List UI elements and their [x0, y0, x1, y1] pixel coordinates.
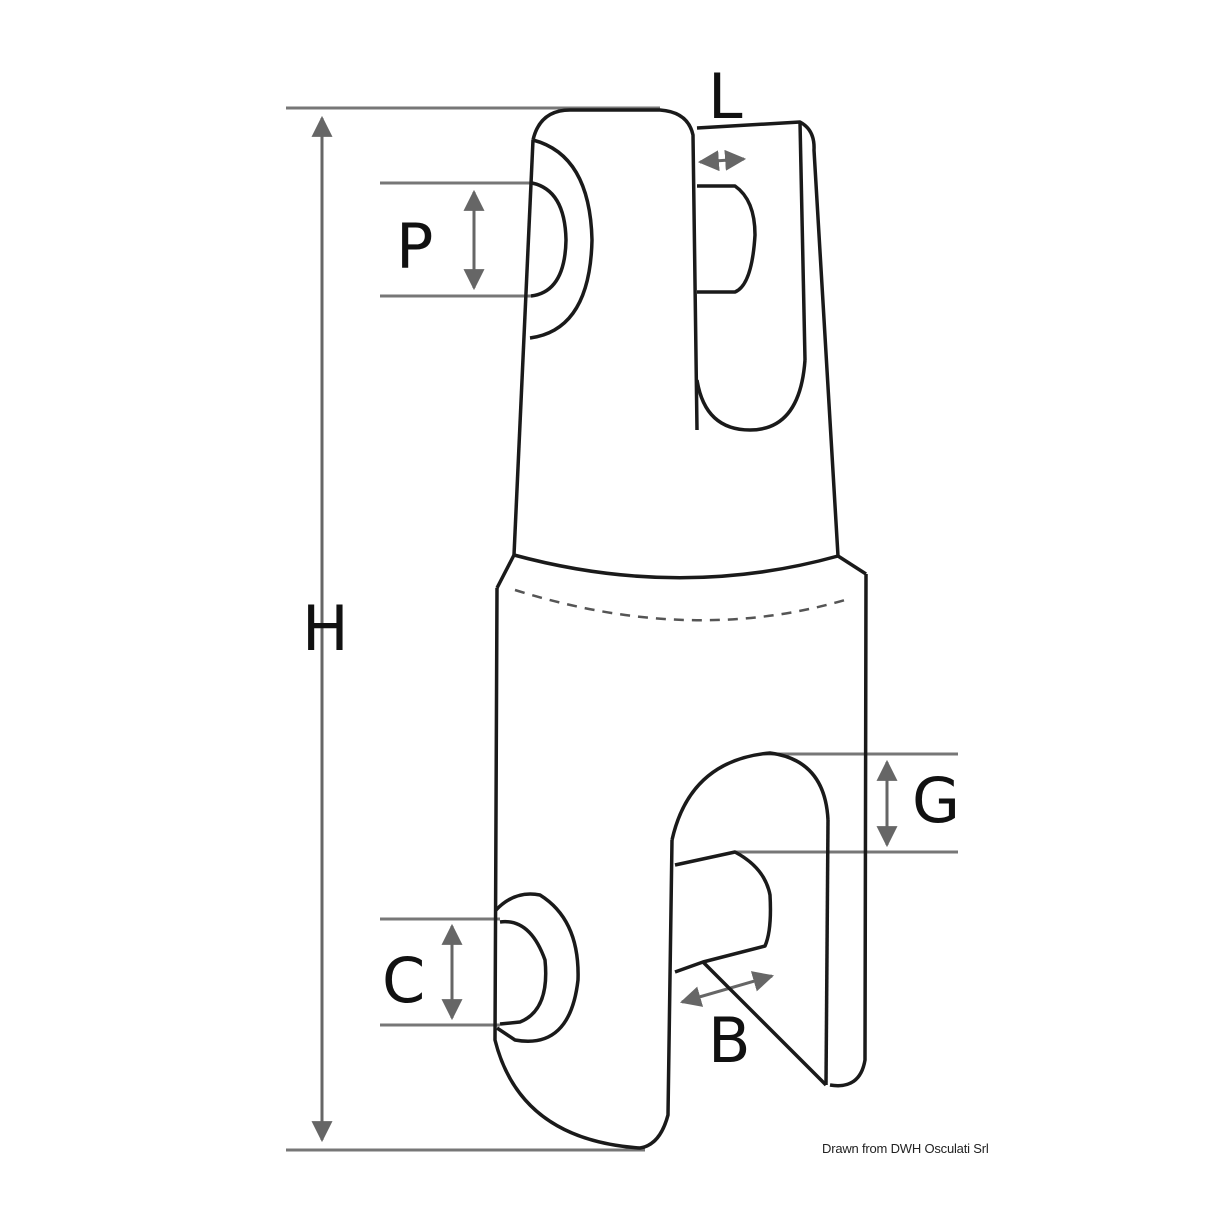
part-outline [493, 108, 868, 1150]
dimension-label-l: L [708, 60, 743, 133]
credit-text: Drawn from DWH Osculati Srl [822, 1141, 989, 1156]
dimension-label-b: B [708, 1004, 751, 1077]
dimension-label-p: P [396, 210, 434, 283]
dimension-label-h: H [302, 592, 349, 665]
dimension-label-c: C [382, 944, 426, 1017]
dimension-arrows [311, 115, 898, 1143]
dimension-lines [286, 106, 958, 1152]
dimension-label-g: G [912, 764, 961, 837]
